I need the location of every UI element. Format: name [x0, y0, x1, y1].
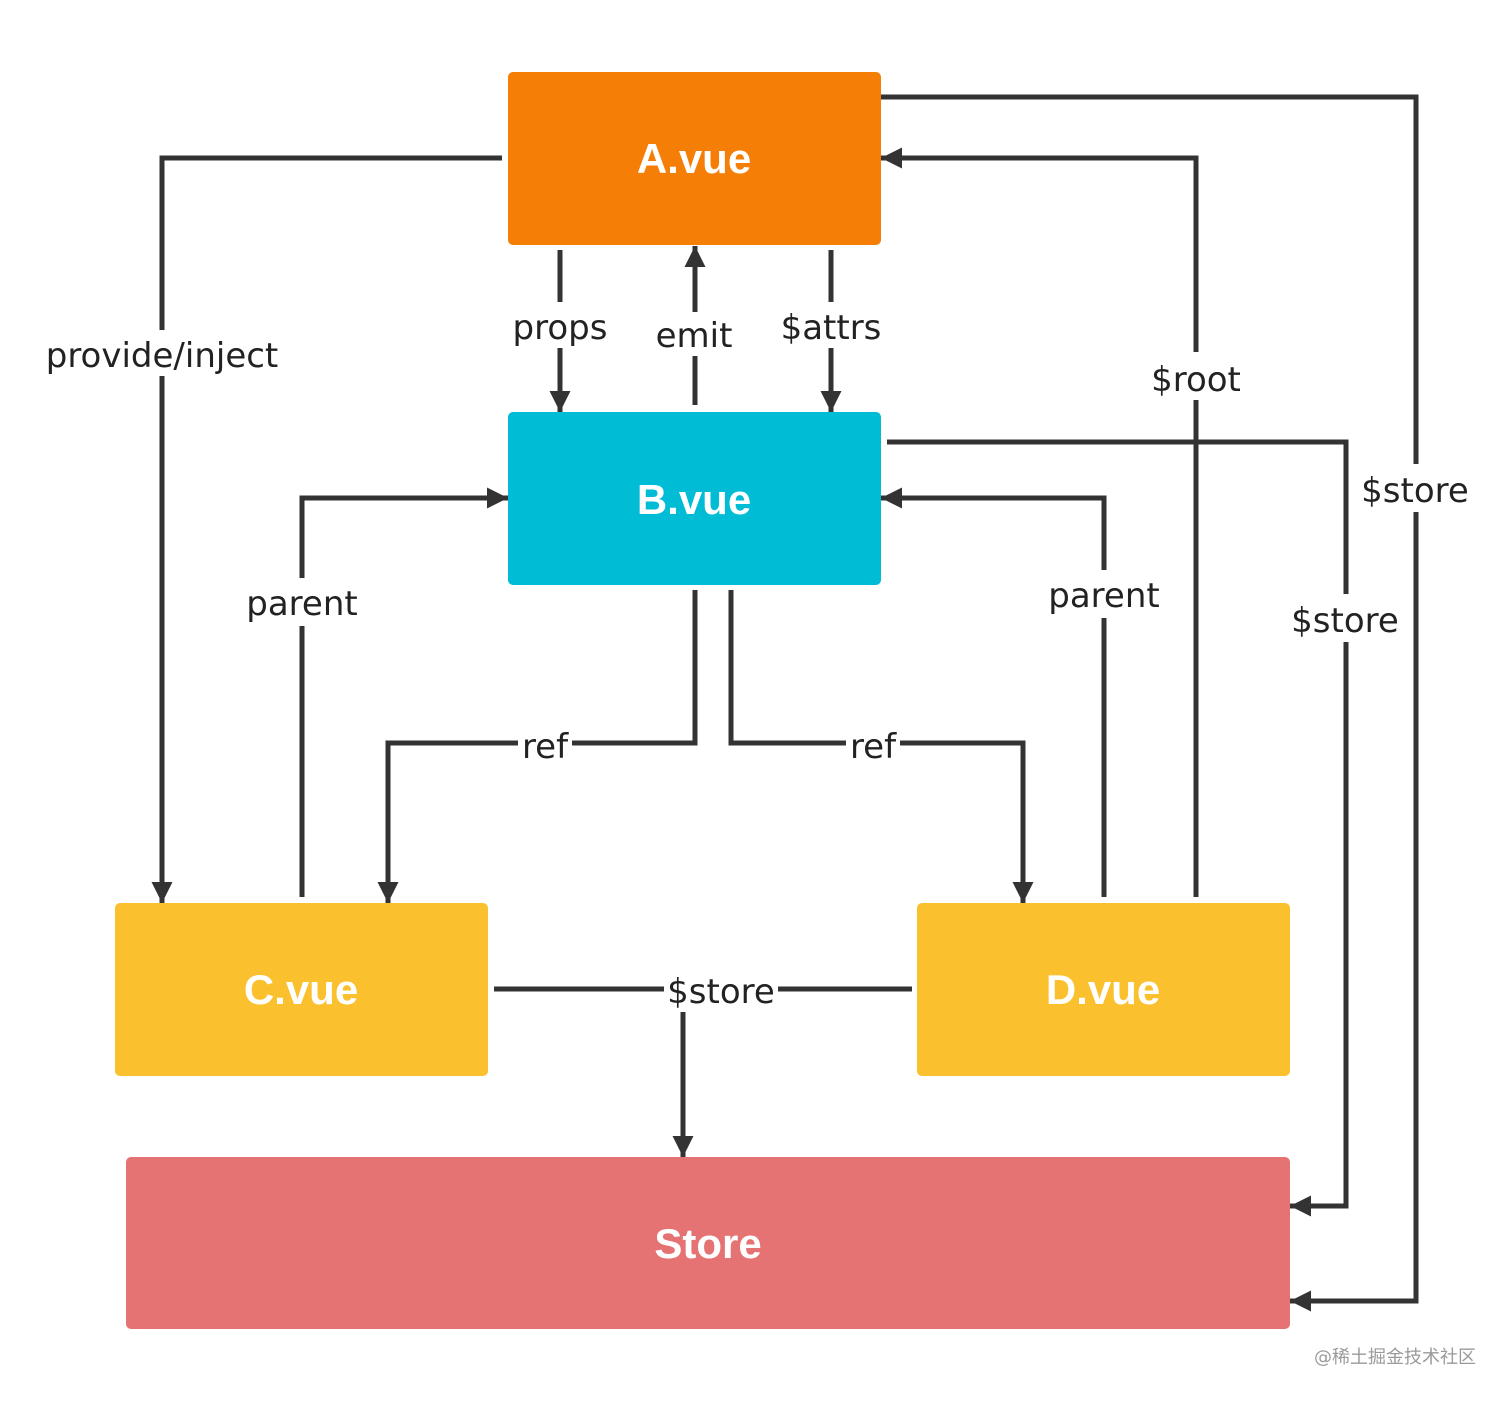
edge-parent-d	[881, 487, 1107, 897]
node-a-box	[508, 72, 881, 245]
node-a: A.vue	[508, 72, 881, 245]
watermark: @稀土掘金技术社区	[1314, 1347, 1476, 1368]
node-store-box	[126, 1157, 1290, 1329]
node-c: C.vue	[115, 903, 488, 1076]
label-bg-store-a	[1358, 464, 1472, 512]
label-bg-attrs	[778, 302, 884, 348]
node-c-box	[115, 903, 488, 1076]
edge-store-b	[887, 439, 1349, 1217]
label-ref-d: ref	[850, 727, 897, 767]
node-b: B.vue	[508, 412, 881, 585]
label-bg-emit	[652, 312, 736, 356]
label-bg-provide	[42, 330, 282, 376]
label-bg-ref-d	[846, 722, 900, 768]
label-store-a: $store	[1361, 471, 1469, 511]
label-bg-ref-c	[518, 722, 572, 768]
label-ref-c: ref	[522, 727, 569, 767]
edge-store-a	[881, 94, 1419, 1312]
label-bg-props	[508, 302, 612, 348]
label-props: props	[513, 308, 608, 348]
node-c-label: C.vue	[244, 966, 358, 1013]
label-provide-inject: provide/inject	[46, 336, 279, 376]
node-d-box	[917, 903, 1290, 1076]
node-store: Store	[126, 1157, 1290, 1329]
label-parent-c: parent	[246, 584, 357, 624]
edge-provide-inject	[151, 155, 502, 903]
label-store-cd: $store	[667, 972, 775, 1012]
edge-parent-c	[299, 487, 508, 897]
node-d: D.vue	[917, 903, 1290, 1076]
label-bg-store-b	[1288, 594, 1402, 642]
node-store-label: Store	[654, 1220, 761, 1267]
node-b-box	[508, 412, 881, 585]
label-parent-d: parent	[1048, 576, 1159, 616]
label-store-b: $store	[1291, 601, 1399, 641]
label-attrs: $attrs	[781, 308, 882, 348]
node-a-label: A.vue	[637, 135, 751, 182]
label-bg-parent-d	[1046, 570, 1162, 618]
label-root: $root	[1151, 360, 1241, 400]
edge-root	[881, 147, 1199, 897]
node-b-label: B.vue	[637, 476, 751, 523]
label-bg-store-cd	[664, 966, 778, 1012]
node-d-label: D.vue	[1046, 966, 1160, 1013]
label-bg-parent-c	[244, 578, 360, 626]
label-emit: emit	[656, 316, 733, 356]
label-bg-root	[1146, 352, 1246, 400]
